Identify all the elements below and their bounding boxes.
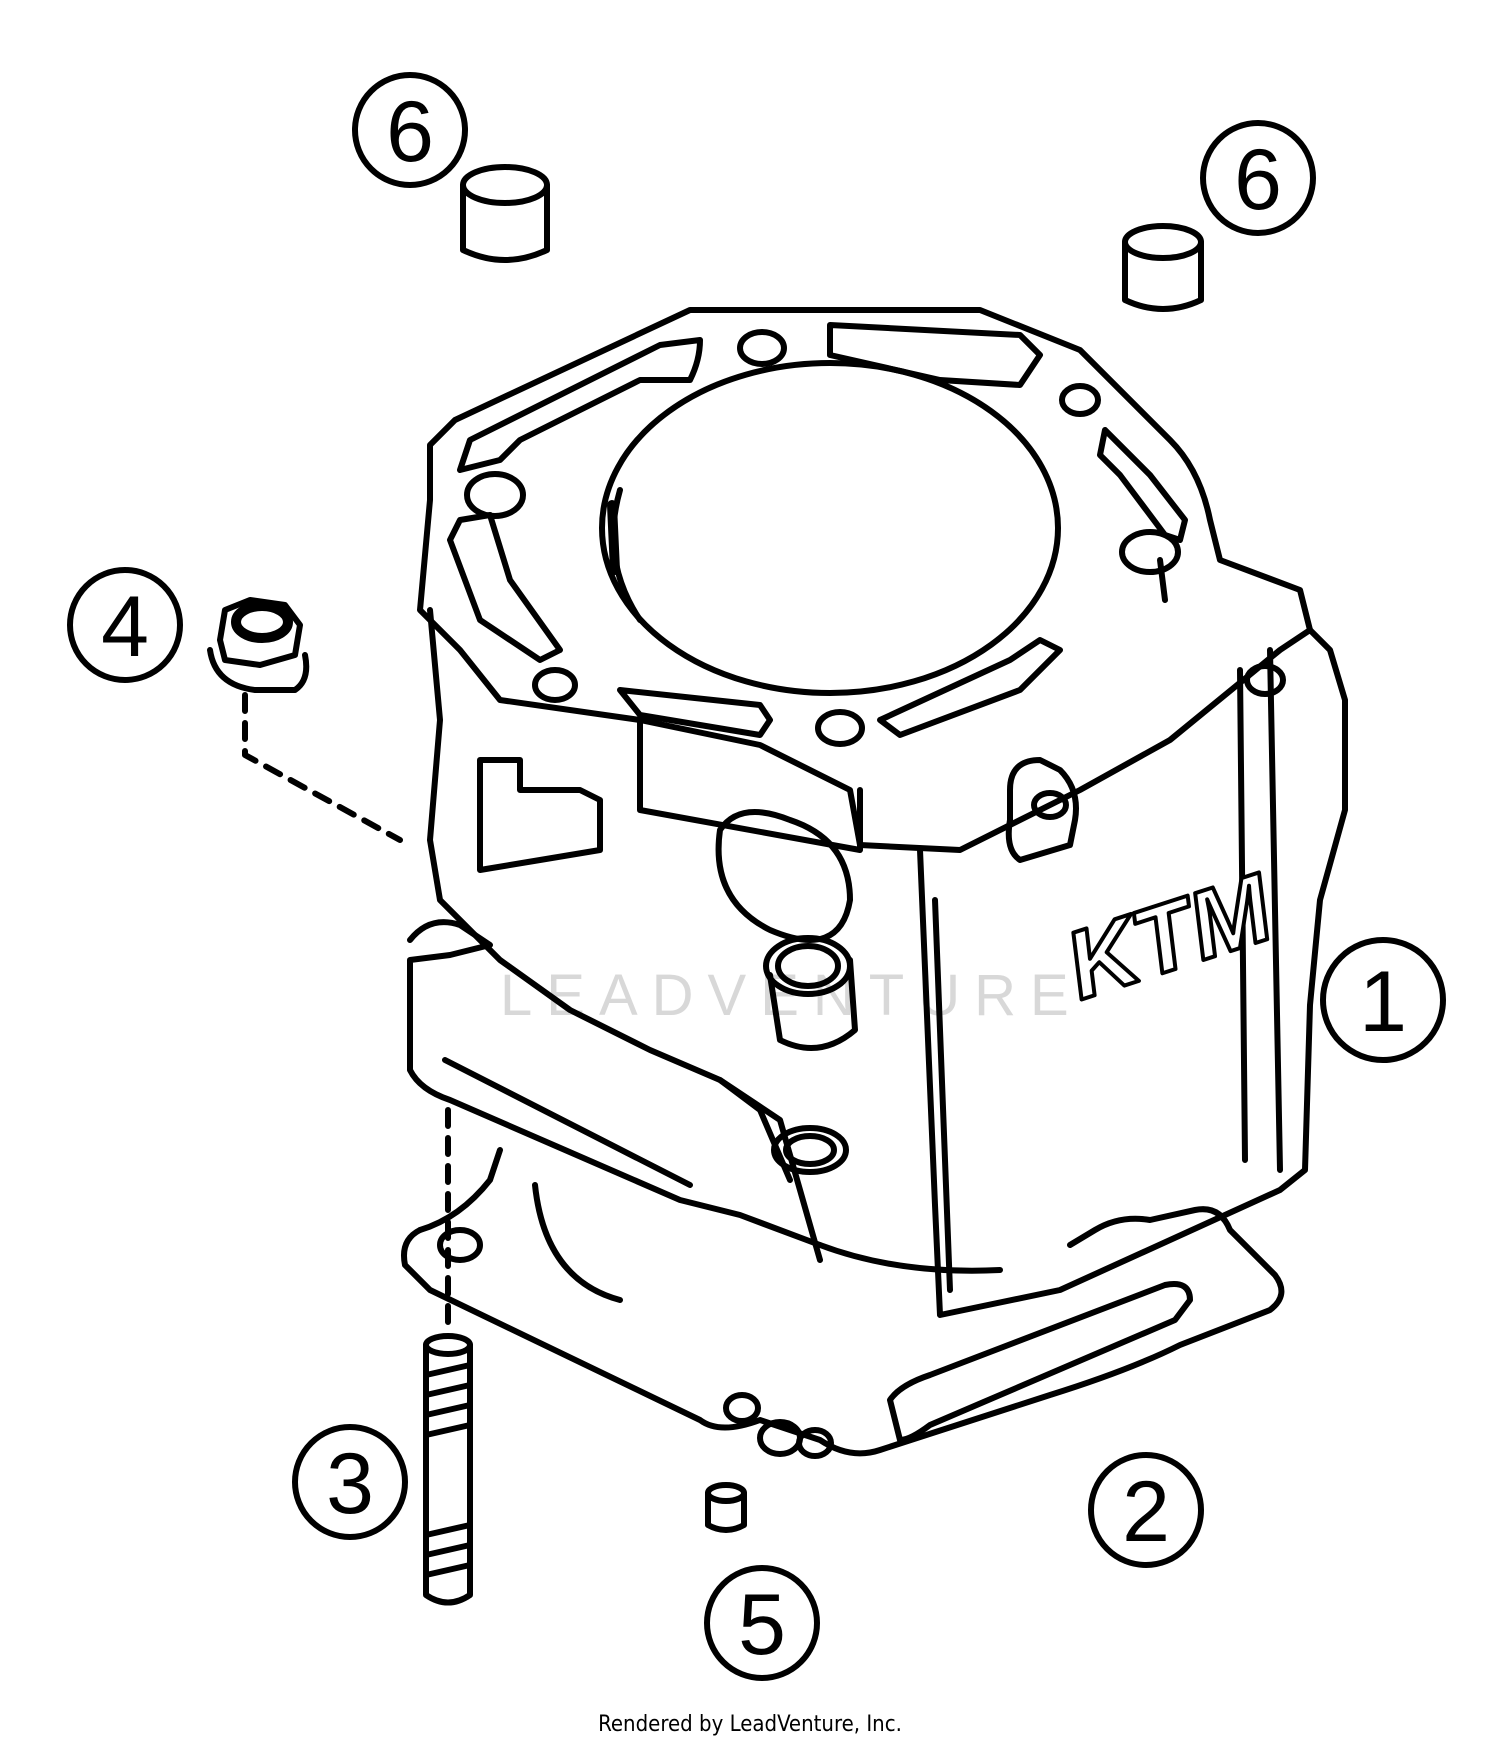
cylinder	[407, 307, 1348, 1318]
watermark-text: LEADVENTURE	[500, 963, 1083, 1028]
callout-3	[292, 1424, 408, 1540]
callout-6-right	[1200, 120, 1316, 236]
collar-nut-guide-line	[242, 692, 403, 843]
parts-diagram: LEADVENTURE	[67, 72, 1446, 1681]
stud-bolt	[423, 1333, 473, 1606]
callout-1	[1320, 937, 1446, 1063]
callout-2-number: 2	[1122, 1464, 1170, 1560]
collar-nut	[207, 597, 310, 693]
callout-2	[1088, 1452, 1204, 1568]
small-dowel-pin	[705, 1482, 747, 1533]
callout-5	[704, 1565, 820, 1681]
callout-6-left-number: 6	[386, 84, 434, 180]
callout-3-number: 3	[326, 1436, 374, 1532]
ktm-logo: KTM	[1051, 851, 1288, 1022]
dowel-pin-top-right	[1122, 223, 1204, 312]
callout-5-number: 5	[738, 1577, 786, 1673]
callout-1-number: 1	[1359, 954, 1407, 1050]
svg-text:KTM: KTM	[1053, 853, 1286, 1020]
callout-6-right-number: 6	[1234, 132, 1282, 228]
dowel-pin-top-left	[460, 164, 550, 263]
callout-4-number: 4	[101, 579, 149, 675]
callout-4	[67, 567, 183, 683]
cylinder-base-gasket	[401, 1147, 1285, 1459]
footer-credit: Rendered by LeadVenture, Inc.	[598, 1712, 902, 1737]
callout-6-left	[352, 72, 468, 188]
